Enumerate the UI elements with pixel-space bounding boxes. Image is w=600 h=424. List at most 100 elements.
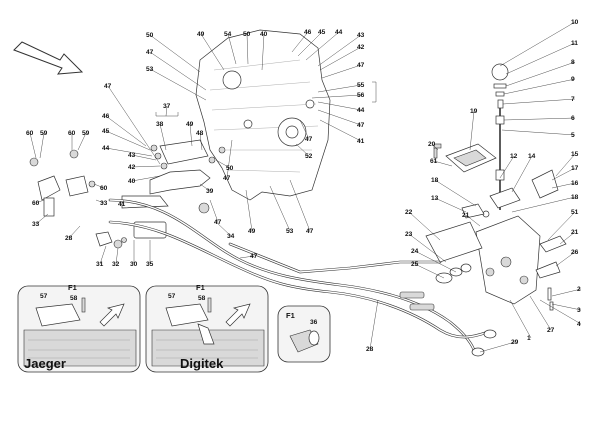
callout-leader-c-60d: [35, 199, 45, 204]
callout-leader-c-48: [199, 132, 203, 151]
callout-label-c-50b: 50: [243, 31, 251, 38]
inset-detail-variant: F1: [286, 311, 295, 320]
callout-label-c-60c: 60: [100, 185, 108, 192]
callout-leader-c-55: [317, 84, 362, 93]
callout-leader-c-53a: [149, 68, 207, 101]
callout-label-c-60a: 60: [26, 130, 34, 137]
callout-leader-c-49c: [245, 189, 253, 232]
inset-detail: F1 36: [277, 305, 331, 363]
callout-label-c-47g: 47: [306, 228, 314, 235]
callout-label-c-23: 23: [405, 231, 413, 238]
callout-label-c-22: 22: [405, 209, 413, 216]
callout-label-c-21a: 21: [462, 212, 470, 219]
callout-leader-c-23: [408, 233, 447, 263]
callout-label-c-42a: 42: [357, 44, 365, 51]
callout-label-c-47a: 47: [146, 49, 154, 56]
callout-label-c-28a: 28: [65, 235, 73, 242]
callout-leader-c-59a: [39, 132, 45, 159]
callout-label-c-49b: 49: [186, 121, 194, 128]
callout-label-c-42b: 42: [128, 164, 136, 171]
callout-label-c-44b: 44: [357, 107, 365, 114]
callout-label-c-24: 24: [411, 248, 419, 255]
callout-brace-55-56: [372, 81, 377, 103]
callout-label-c-6: 6: [571, 115, 575, 122]
callout-leader-c-11: [505, 42, 576, 75]
callout-leader-c-38: [159, 123, 167, 151]
callout-label-c-60b: 60: [68, 130, 76, 137]
callout-label-c-41a: 41: [357, 138, 365, 145]
callout-label-c-12: 12: [510, 153, 518, 160]
inset-digitek-name: Digitek: [180, 356, 224, 371]
callout-label-c-43b: 43: [128, 152, 136, 159]
callout-leader-c-47e: [226, 139, 233, 179]
callout-leader-c-24: [414, 250, 457, 273]
callout-label-c-25: 25: [411, 261, 419, 268]
callout-label-c-14: 14: [528, 153, 536, 160]
callout-label-c-33b: 33: [100, 200, 108, 207]
callout-label-c-2: 2: [577, 286, 581, 293]
callout-leader-c-41b: [121, 199, 125, 205]
callout-label-c-48: 48: [196, 130, 204, 137]
callout-label-c-49c: 49: [248, 228, 256, 235]
callout-label-c-1: 1: [527, 335, 531, 342]
callout-leader-c-47b: [321, 64, 362, 79]
fastener-bolts: [150, 143, 442, 170]
callout-label-c-21b: 21: [571, 229, 579, 236]
callout-leader-c-32: [115, 247, 119, 265]
shifter-gate-assembly: [425, 143, 567, 311]
callout-label-c-18a: 18: [431, 177, 439, 184]
callout-label-c-38: 38: [156, 121, 164, 128]
callout-label-c-17: 17: [571, 165, 579, 172]
callout-leader-c-19: [469, 110, 475, 151]
inset-jaeger: F1 57 58 Jaeger: [17, 283, 141, 373]
callout-leader-c-34: [215, 221, 232, 237]
callout-label-c-52: 52: [305, 153, 313, 160]
callout-leader-c-3: [551, 303, 582, 311]
inset-digitek: F1 57 58 Digitek: [145, 283, 269, 373]
callout-label-c-39: 39: [206, 188, 214, 195]
callout-leader-c-44a: [305, 31, 340, 61]
callout-label-c-7: 7: [571, 96, 575, 103]
callout-leader-c-42a: [319, 46, 362, 71]
front-direction-arrow-icon: [13, 41, 84, 75]
callout-label-c-51: 51: [571, 209, 579, 216]
callout-label-c-8: 8: [571, 59, 575, 66]
callout-leader-c-17: [551, 167, 576, 181]
inset-jaeger-name: Jaeger: [24, 356, 66, 371]
callout-leader-c-1: [509, 299, 532, 339]
callout-leader-c-29: [479, 341, 516, 353]
callout-leader-c-47g: [289, 179, 311, 232]
callout-leader-c-22: [408, 211, 441, 241]
callout-leader-c-45a: [297, 31, 323, 57]
callout-leader-c-39: [199, 183, 211, 192]
callout-label-c-28b: 28: [366, 346, 374, 353]
callout-label-c-20: 20: [428, 141, 436, 148]
callout-label-c-47b: 47: [357, 62, 365, 69]
callout-label-c-37: 37: [163, 103, 171, 110]
callout-label-c-40: 40: [260, 31, 268, 38]
callout-label-c-49a: 49: [197, 31, 205, 38]
callout-leader-c-21b: [559, 231, 576, 245]
callout-leader-c-27: [529, 295, 552, 331]
callout-leader-c-40: [261, 33, 265, 71]
callout-label-c-50a: 50: [146, 32, 154, 39]
gear-control-cables: [108, 198, 497, 357]
callout-label-c-46b: 46: [102, 113, 110, 120]
callout-label-c-26: 26: [571, 249, 579, 256]
callout-label-c-56: 56: [357, 92, 365, 99]
callout-label-c-18b: 18: [571, 194, 579, 201]
callout-label-c-29: 29: [511, 339, 519, 346]
inset-jaeger-callout-58: 58: [70, 295, 78, 302]
callout-leader-c-44c: [105, 147, 153, 157]
callout-label-c-32: 32: [112, 261, 120, 268]
callout-label-c-10: 10: [571, 19, 579, 26]
callout-leader-c-6: [503, 117, 576, 121]
inset-jaeger-variant: F1: [68, 283, 77, 292]
callout-leader-c-51: [547, 211, 576, 241]
callout-leader-c-31: [99, 245, 107, 265]
callout-leader-c-41a: [319, 119, 362, 142]
callout-label-c-47h: 47: [214, 219, 222, 226]
callout-leader-c-8: [505, 61, 576, 87]
